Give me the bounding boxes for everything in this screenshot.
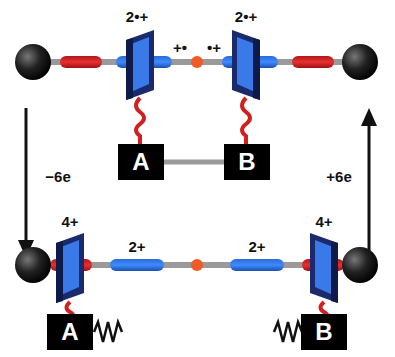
ring — [310, 233, 338, 303]
ring — [126, 30, 154, 100]
stopper — [342, 44, 378, 80]
spring — [274, 322, 302, 342]
spring — [94, 322, 122, 342]
charge-label: +• — [173, 40, 187, 55]
module-letter: A — [132, 150, 149, 174]
center-dot — [191, 56, 203, 68]
reaction-arrow — [368, 122, 371, 262]
module-letter: B — [315, 320, 332, 344]
module-box: B — [224, 144, 270, 180]
tether — [136, 98, 144, 144]
stopper — [342, 247, 378, 283]
charge-label: 2+ — [248, 239, 265, 254]
reaction-arrow — [25, 108, 28, 245]
charge-label: 2•+ — [235, 9, 257, 24]
charge-label: 2+ — [128, 239, 145, 254]
arrow-head — [361, 108, 377, 126]
center-dot — [191, 259, 203, 271]
charge-label: 2•+ — [126, 9, 148, 24]
blue-station — [110, 259, 164, 271]
ring — [232, 30, 260, 100]
red-station — [292, 56, 334, 68]
stopper — [15, 247, 51, 283]
charge-label: •+ — [207, 40, 221, 55]
charge-label: +6e — [326, 169, 351, 184]
blue-station — [230, 259, 284, 271]
red-station — [60, 56, 102, 68]
module-letter: A — [61, 320, 78, 344]
charge-label: 4+ — [61, 214, 78, 229]
charge-label: 4+ — [315, 214, 332, 229]
charge-label: −6e — [45, 169, 70, 184]
ring — [56, 233, 84, 303]
tether-link — [164, 162, 224, 163]
module-box: A — [118, 144, 164, 180]
module-box: A — [47, 314, 93, 350]
stopper — [15, 44, 51, 80]
module-box: B — [301, 314, 347, 350]
tether — [242, 98, 250, 144]
module-letter: B — [238, 150, 255, 174]
